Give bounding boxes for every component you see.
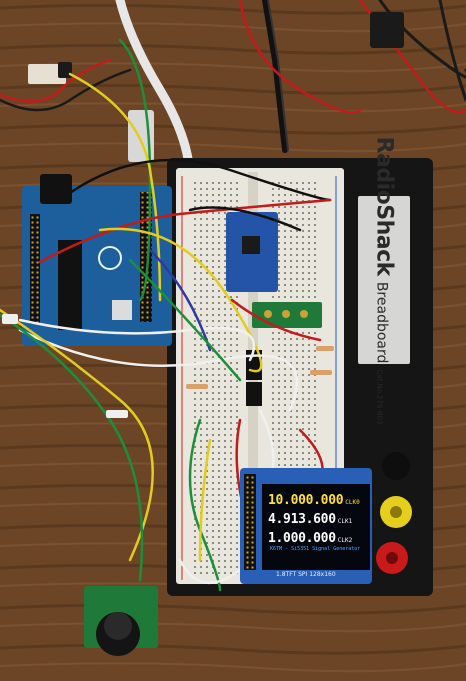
arduino-chip	[58, 240, 82, 330]
connector-pin	[282, 310, 290, 318]
connector-pin	[300, 310, 308, 318]
resistor	[310, 370, 332, 375]
zip-tie	[106, 410, 128, 418]
binding-post-yellow-center	[390, 506, 402, 518]
binding-post-black	[382, 452, 410, 480]
arduino-header	[30, 214, 40, 324]
black-connector	[370, 12, 404, 48]
freq-value: 10.000.000	[268, 493, 344, 508]
clock-label: CLK1	[337, 518, 353, 525]
binding-post-red-center	[386, 552, 398, 564]
arduino-power-jack	[40, 174, 72, 204]
breadboard-brand: RadioShack	[371, 136, 397, 276]
tft-pcb-label: 1.8TFT SPI 128x160	[276, 571, 336, 578]
jumper-wires	[0, 38, 332, 592]
breadboard-label-plate	[358, 196, 410, 364]
ic-chip	[246, 382, 262, 406]
rotary-encoder-knob-top	[104, 612, 132, 640]
resistor	[186, 384, 208, 389]
dupont-connector	[58, 62, 72, 78]
resistor	[316, 346, 334, 351]
breadboard-type: Breadboard	[373, 281, 390, 363]
arduino-reset	[112, 300, 132, 320]
freq-value: 1.000.000	[268, 531, 336, 546]
breadboard-label: RadioShack Breadboard Cat.No.276-003	[358, 136, 410, 424]
tft-header	[244, 474, 256, 570]
clock-label: CLK0	[345, 499, 360, 506]
freq-value: 4.913.600	[268, 512, 336, 527]
clock-label: CLK2	[337, 537, 353, 544]
si5351-chip	[242, 236, 260, 254]
breadboard-catalog: Cat.No.276-003	[375, 368, 384, 424]
connector-pin	[264, 310, 272, 318]
zip-tie	[2, 314, 18, 324]
tft-caption: K6TM - Si5351 Signal Generator	[270, 546, 361, 552]
dupont-connector	[28, 64, 66, 84]
arduino-logo	[98, 246, 122, 270]
